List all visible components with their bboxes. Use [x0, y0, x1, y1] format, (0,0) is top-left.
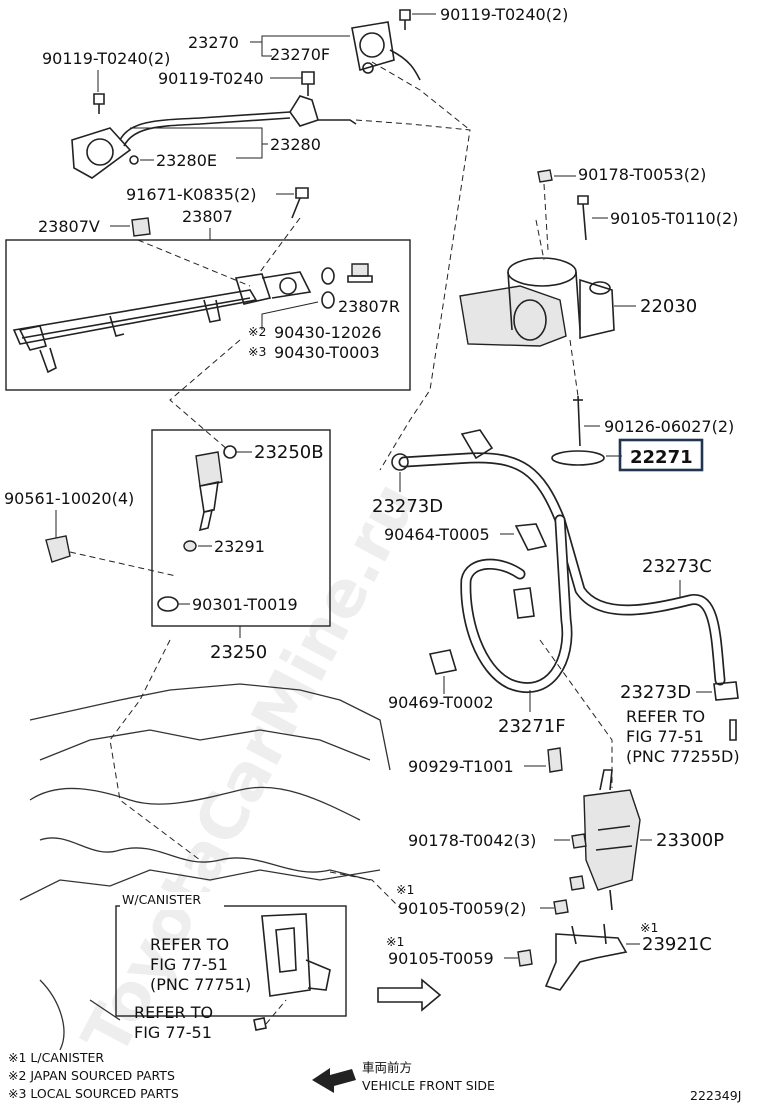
- label-90469-T0002: 90469-T0002: [388, 693, 494, 712]
- label-23250: 23250: [210, 642, 267, 663]
- legend-note3: ※3 LOCAL SOURCED PARTS: [8, 1086, 179, 1101]
- label-90430-12026: 90430-12026: [274, 323, 382, 342]
- ref-can-line2[interactable]: FIG 77-51: [150, 955, 228, 974]
- label-90178-T0042: 90178-T0042(3): [408, 831, 536, 850]
- label-23807V: 23807V: [38, 217, 100, 236]
- nut-icon-90178-T0053: [537, 169, 553, 183]
- highlight-22271[interactable]: [618, 438, 704, 472]
- clamp-icon-23273D-right: [713, 681, 739, 701]
- bolt-icon-90119-left: [93, 93, 105, 114]
- label-90929-T1001: 90929-T1001: [408, 757, 514, 776]
- ref-low-line1: REFER TO: [134, 1003, 213, 1022]
- part-23250-injector[interactable]: [195, 451, 223, 532]
- cap-icon-23807V: [131, 217, 151, 237]
- bolt-icon-90119-mid: [301, 71, 315, 96]
- label-23807: 23807: [182, 207, 233, 226]
- legend-note2: ※2 JAPAN SOURCED PARTS: [8, 1068, 175, 1083]
- part-23273C-hose[interactable]: [398, 452, 726, 686]
- bracket-icon-hose: [460, 429, 494, 460]
- label-23291: 23291: [214, 537, 265, 556]
- clip-icon-90469: [428, 649, 458, 675]
- bolt-icon-90105-T0059-2: [553, 899, 569, 915]
- part-23807-fuel-rail[interactable]: [12, 271, 312, 374]
- part-23300P-filter[interactable]: [583, 769, 641, 911]
- connector-icon: [513, 587, 535, 619]
- label-91671-K0835: 91671-K0835(2): [126, 185, 257, 204]
- clip-icon-90464: [514, 523, 548, 551]
- label-90105-T0110: 90105-T0110(2): [610, 209, 738, 228]
- legend-note1: ※1 L/CANISTER: [8, 1050, 104, 1065]
- label-90561-10020: 90561-10020(4): [4, 489, 134, 508]
- label-23273D-right: 23273D: [620, 682, 691, 703]
- label-22271[interactable]: 22271: [630, 447, 693, 468]
- label-90178-T0053: 90178-T0053(2): [578, 165, 706, 184]
- label-90119-T0240: 90119-T0240: [158, 69, 264, 88]
- ref-can-line3: (PNC 77751): [150, 975, 251, 994]
- bolt-icon-90119-top: [399, 9, 411, 30]
- mark-kome2: ※2: [248, 324, 266, 339]
- mark-kome3: ※3: [248, 344, 266, 359]
- bolt-icon-90105-T0110: [577, 195, 589, 241]
- ref-right-line2[interactable]: FIG 77-51: [626, 727, 704, 746]
- arrow-right-icon: [377, 978, 442, 1012]
- label-23270: 23270: [188, 33, 239, 52]
- oring-icon-90301: [157, 596, 179, 612]
- label-23273C: 23273C: [642, 556, 712, 577]
- label-90301-T0019: 90301-T0019: [192, 595, 298, 614]
- part-23921C-bracket[interactable]: [544, 923, 628, 991]
- bolt-icon-canister: [253, 1017, 267, 1031]
- label-23273D-left: 23273D: [372, 496, 443, 517]
- stud-icon-90126: [573, 395, 583, 447]
- ref-right-line3: (PNC 77255D): [626, 747, 740, 766]
- mark-kome1-a: ※1: [396, 882, 414, 897]
- oring-icon-23250B: [223, 445, 237, 459]
- label-90119-T0240-2-top: 90119-T0240(2): [440, 5, 568, 24]
- front-arrow-icon: [312, 1068, 356, 1093]
- direction-english: VEHICLE FRONT SIDE: [362, 1078, 495, 1093]
- label-90105-T0059: 90105-T0059: [388, 949, 494, 968]
- label-90119-T0240-2-left: 90119-T0240(2): [42, 49, 170, 68]
- clamp-icon-23273D-left: [391, 453, 409, 471]
- engine-outline: [19, 683, 391, 1051]
- direction-japanese: 車両前方: [362, 1060, 412, 1075]
- label-23921C: 23921C: [642, 934, 712, 955]
- part-22030-throttle-body[interactable]: [459, 257, 615, 347]
- bolt-icon-90929: [547, 747, 563, 773]
- injector-box: [151, 429, 331, 627]
- label-23807R: 23807R: [338, 297, 400, 316]
- ref-low-line2[interactable]: FIG 77-51: [134, 1023, 212, 1042]
- mark-kome1-c: ※1: [640, 920, 658, 935]
- nut-icon-90178-T0042: [569, 833, 587, 891]
- label-90105-T0059-2: 90105-T0059(2): [398, 899, 526, 918]
- ref-right-line1: REFER TO: [626, 707, 705, 726]
- bolt-icon-91671: [291, 187, 309, 219]
- canister-title: W/CANISTER: [122, 892, 201, 907]
- label-90126-06027: 90126-06027(2): [604, 417, 734, 436]
- part-23270-damper[interactable]: [351, 21, 421, 81]
- label-23300P: 23300P: [656, 830, 724, 851]
- ref-can-line1: REFER TO: [150, 935, 229, 954]
- fuel-rail-box: [5, 239, 411, 391]
- label-90464-T0005: 90464-T0005: [384, 525, 490, 544]
- seal-icon-23291: [183, 540, 197, 552]
- label-23270F: 23270F: [270, 45, 330, 64]
- part-23271F-hose[interactable]: [460, 514, 573, 694]
- grommet-icon-90561: [45, 535, 71, 563]
- part-canister-bracket[interactable]: [261, 913, 331, 997]
- label-23250B: 23250B: [254, 442, 324, 463]
- label-90430-T0003: 90430-T0003: [274, 343, 380, 362]
- canister-box: [115, 905, 347, 1017]
- label-23280: 23280: [270, 135, 321, 154]
- bolt-icon-90105-T0059: [517, 949, 533, 967]
- figure-id: 222349J: [690, 1088, 741, 1103]
- mark-kome1-b: ※1: [386, 934, 404, 949]
- plug-icon-23807R: [347, 263, 373, 283]
- label-23271F: 23271F: [498, 716, 566, 737]
- label-22030: 22030: [640, 296, 697, 317]
- label-23280E: 23280E: [156, 151, 217, 170]
- part-22271-gasket[interactable]: [551, 450, 605, 466]
